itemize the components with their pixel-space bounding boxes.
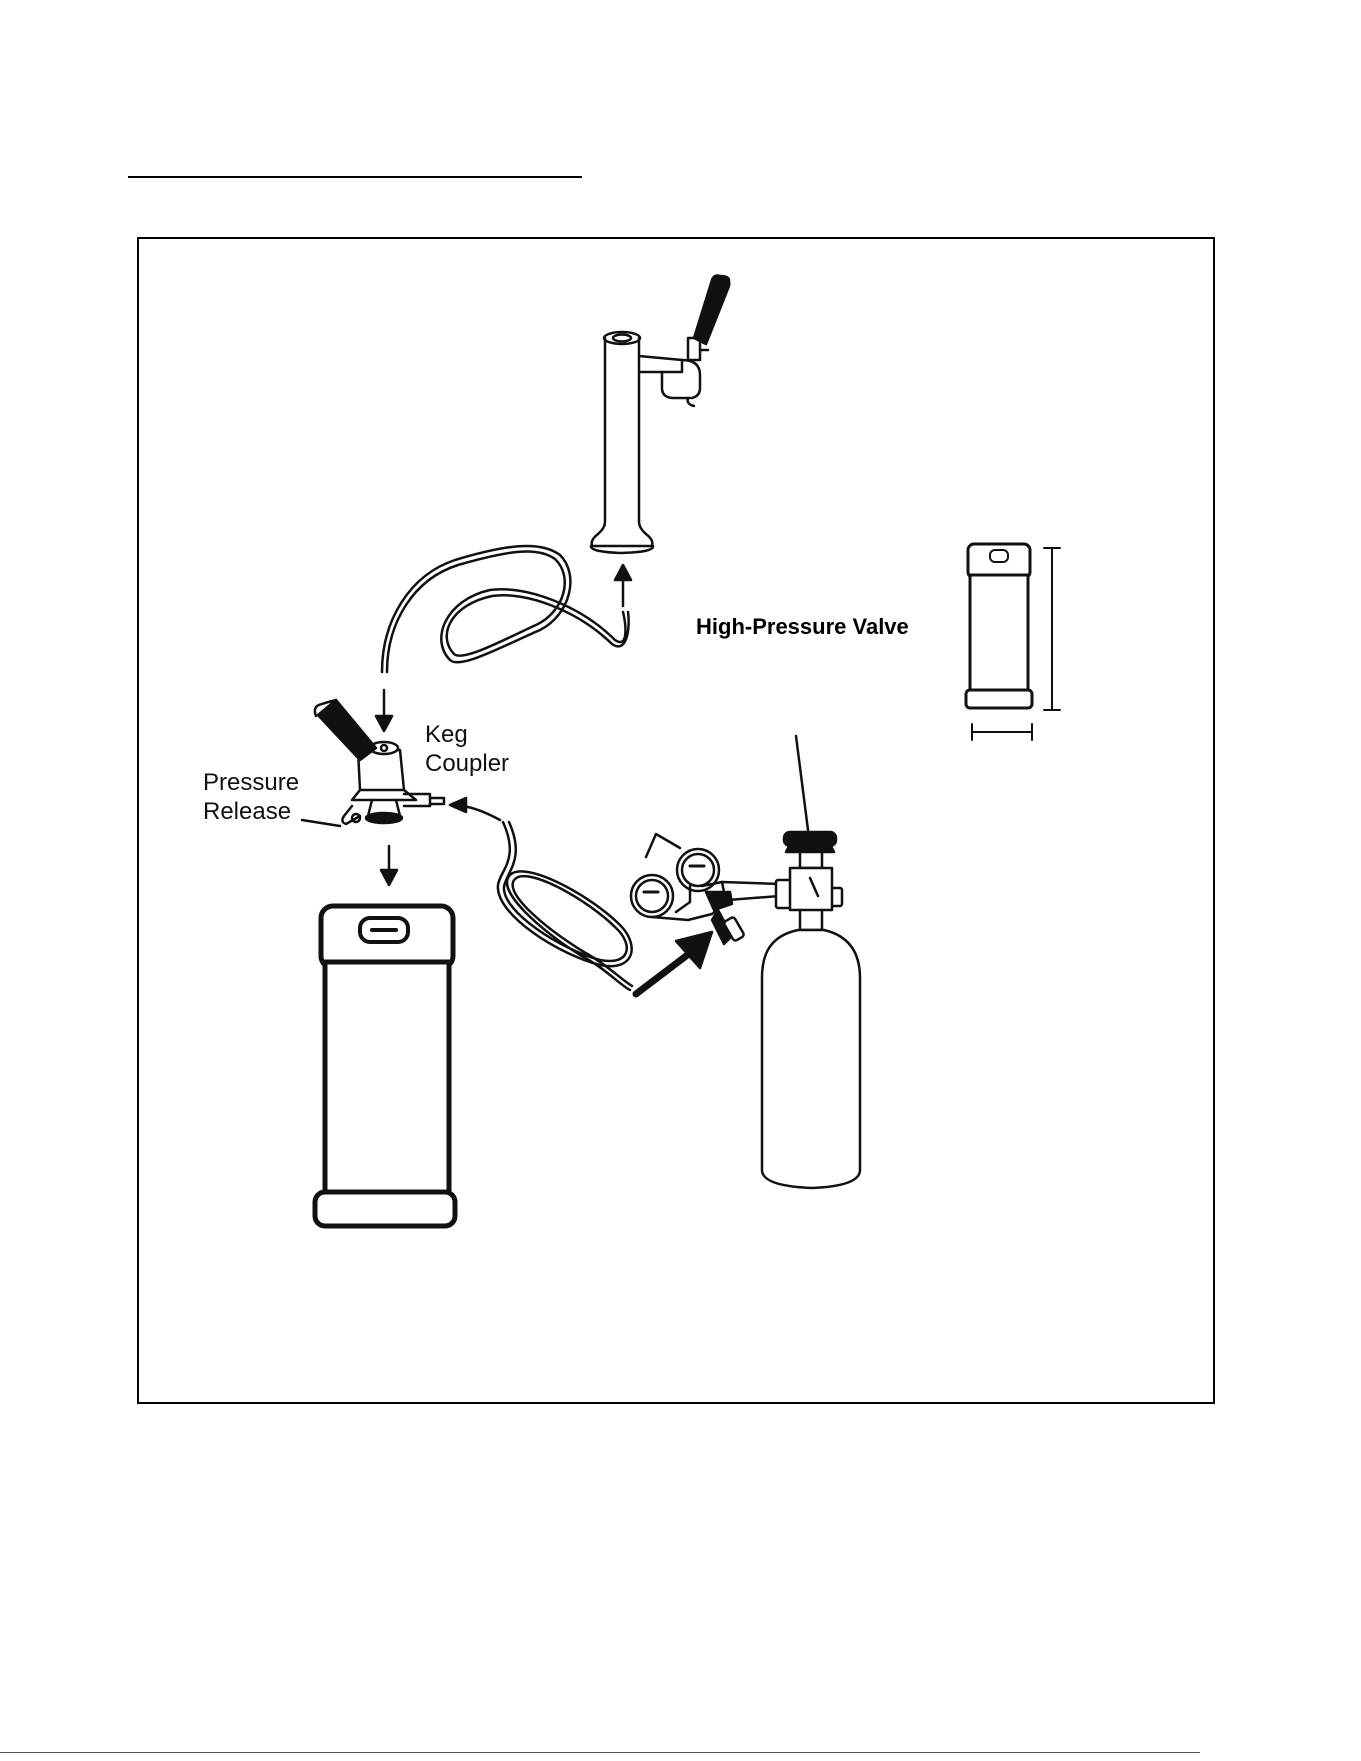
gas-line: [498, 822, 632, 990]
co2-cylinder-valve: [776, 832, 842, 930]
high-pressure-valve-label: High-Pressure Valve: [696, 612, 909, 641]
keg-coupler-label: Keg Coupler: [425, 720, 509, 778]
beer-tower: [591, 332, 653, 553]
tower-faucet: [639, 338, 708, 406]
arrow-to-regulator: [636, 932, 712, 994]
small-keg-dimensions: [966, 544, 1060, 740]
arrow-up-to-tower: [615, 565, 631, 606]
pressure-release-label-line2: Release: [203, 797, 299, 826]
pressure-release-leader: [302, 820, 340, 826]
co2-cylinder: [762, 930, 860, 1188]
arrow-down-to-keg: [381, 846, 397, 885]
keg-coupler-label-line2: Coupler: [425, 749, 509, 778]
footer-rule: [0, 1752, 1200, 1753]
high-pressure-valve-leader: [796, 736, 808, 830]
keg-coupler-label-line1: Keg: [425, 720, 509, 749]
beer-line: [382, 546, 629, 672]
tower-tap-handle: [694, 276, 729, 345]
pressure-release-label-line1: Pressure: [203, 768, 299, 797]
beer-keg: [315, 906, 455, 1226]
arrow-down-to-coupler: [376, 690, 392, 731]
coupler-lever-handle: [315, 700, 376, 760]
arrow-to-coupler-inlet: [450, 798, 500, 820]
pressure-release-label: Pressure Release: [203, 768, 299, 826]
gas-regulator: [631, 834, 780, 944]
